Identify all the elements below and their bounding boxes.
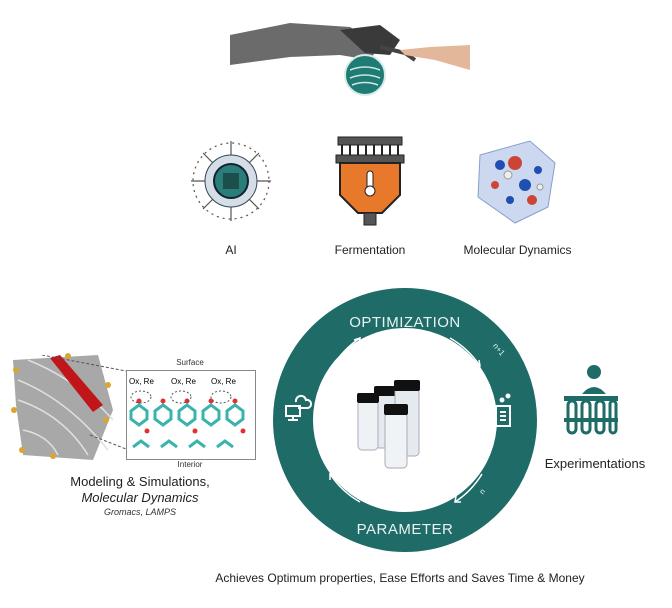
modeling-title: Modeling & Simulations, (70, 474, 210, 489)
molecular-dynamics-label: Molecular Dynamics (463, 243, 572, 257)
beaker-icon (495, 393, 511, 427)
molecule-box-icon (477, 140, 556, 224)
robot-arm (230, 23, 380, 65)
scientist-test-tubes-icon (564, 365, 618, 435)
zoom-guide-lines (41, 355, 127, 450)
modeling-subtitle: Molecular Dynamics (81, 490, 199, 505)
site-label: Ox, Re (171, 377, 196, 386)
optimization-label: OPTIMIZATION (349, 314, 461, 331)
parameter-label: PARAMETER (356, 521, 454, 538)
fermenter-icon (335, 136, 405, 226)
footer-summary: Achieves Optimum properties, Ease Effort… (215, 571, 585, 585)
interior-label: Interior (177, 460, 203, 469)
modeling-tools: Gromacs, LAMPS (103, 507, 177, 517)
md-simulation-image (11, 353, 114, 460)
vials-image (357, 380, 420, 469)
ai-chip-icon (191, 141, 271, 221)
optimization-cycle-ring (273, 288, 537, 552)
site-label: Ox, Re (211, 377, 236, 386)
site-label: Ox, Re (129, 377, 154, 386)
ai-label: AI (225, 243, 237, 257)
surface-molecule-panel: Ox, Re Ox, Re Ox, Re (126, 370, 256, 460)
robot-human-hands-image (230, 23, 470, 96)
fermentation-label: Fermentation (334, 243, 406, 257)
computer-cloud-icon (285, 394, 313, 421)
human-hand (400, 45, 470, 70)
surface-label: Surface (176, 358, 204, 367)
experimentations-label: Experimentations (544, 456, 646, 471)
